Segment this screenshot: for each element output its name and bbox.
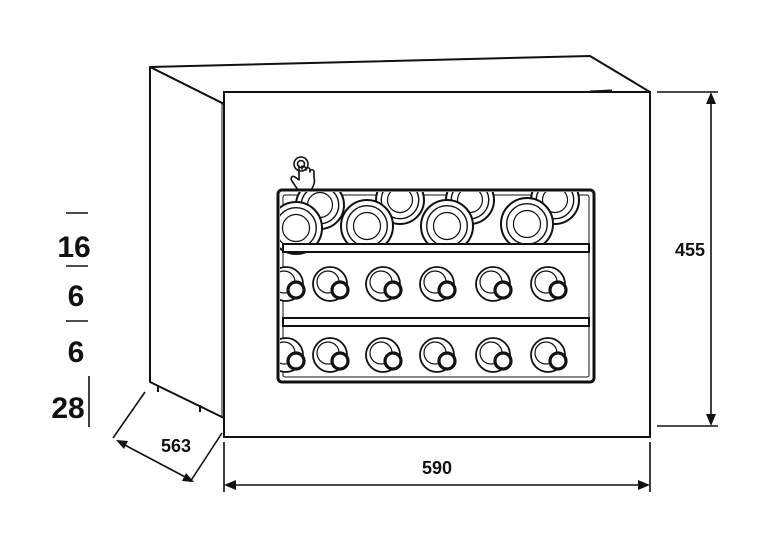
bottle-top-front-1 [340,199,394,253]
bottle-middle-4 [475,266,513,302]
cabinet-side-face [149,66,225,419]
dimension-lines [112,91,718,492]
bottle-top-front-3 [500,197,554,251]
capacity-stack: 16 6 6 28 [51,212,91,427]
capacity-bottom-shelf: 6 [68,336,85,369]
bottle-bottom-3 [419,337,457,373]
cabinet-feet [157,386,201,412]
bottle-middle-5 [530,266,568,302]
shelves [282,243,590,327]
height-label: 455 [675,240,705,260]
bottle-rack [280,192,580,373]
bottle-middle-1 [312,266,350,302]
bottle-bottom-2 [365,337,403,373]
depth-dimension-line [120,442,190,480]
bottle-bottom-5 [530,337,568,373]
bottle-top-front-0 [280,201,323,255]
shelf-upper [282,243,590,253]
bottle-bottom-0 [280,337,306,373]
capacity-middle-shelf: 6 [68,280,85,313]
bottle-middle-0 [280,266,306,302]
touch-finger-icon [290,156,316,191]
capacity-total: 28 [51,392,84,425]
capacity-top-shelf: 16 [57,231,90,264]
depth-label: 563 [161,436,191,456]
shelf-lower [282,317,590,327]
bottle-middle-2 [365,266,403,302]
bottle-bottom-4 [475,337,513,373]
width-label: 590 [422,458,452,478]
bottle-middle-3 [419,266,457,302]
bottle-bottom-1 [312,337,350,373]
